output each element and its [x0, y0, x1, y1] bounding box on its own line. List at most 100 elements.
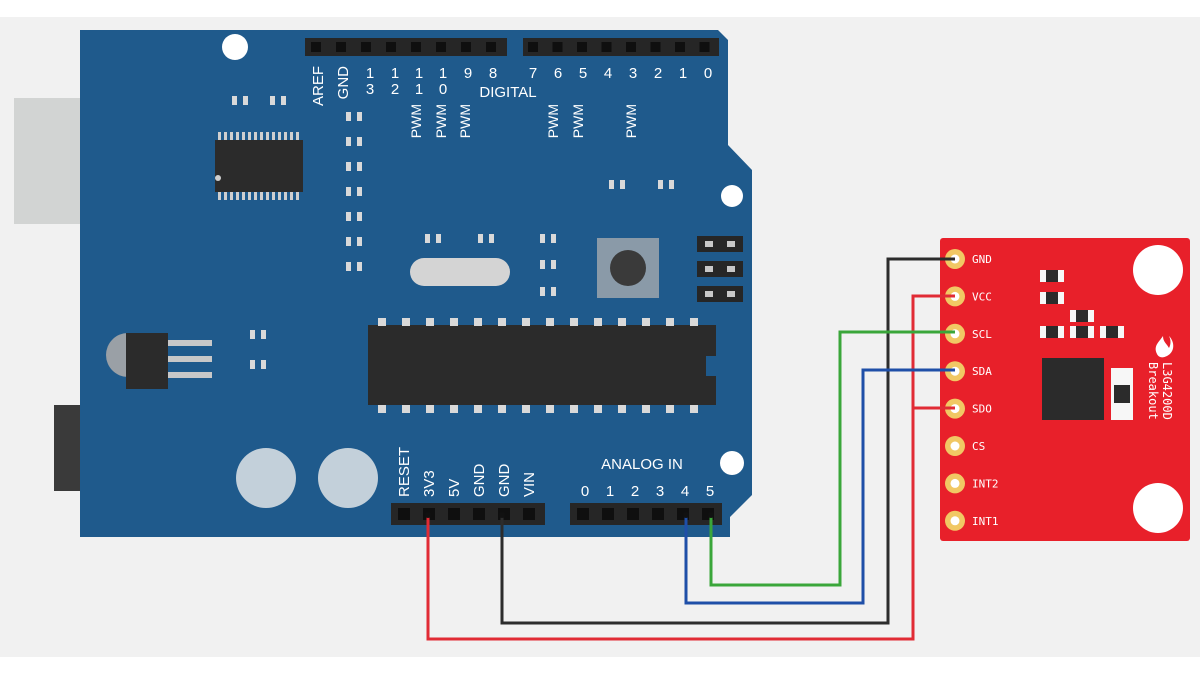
- chip-pin: [248, 132, 251, 140]
- mcu-pin: [378, 405, 386, 413]
- pwm-label: PWM: [545, 104, 561, 138]
- digital-label: DIGITAL: [479, 84, 536, 101]
- power-pin-label: VIN: [521, 472, 538, 497]
- smd-pad: [261, 330, 266, 339]
- mcu-pin: [522, 318, 530, 326]
- header-hole[interactable]: [486, 42, 496, 52]
- breakout-smd-body: [1076, 326, 1088, 338]
- icsp-pin: [705, 266, 713, 272]
- header-hole[interactable]: [675, 42, 685, 52]
- analog-pin-label: 3: [656, 483, 664, 500]
- chip-pin: [278, 192, 281, 200]
- header-hole[interactable]: [398, 508, 410, 520]
- smd-pad: [357, 237, 362, 246]
- icsp-pin-row: [697, 261, 743, 277]
- analog-pin-label: 1: [606, 483, 614, 500]
- analog-in-label: ANALOG IN: [601, 456, 683, 473]
- mcu-pin: [450, 318, 458, 326]
- chip-pin: [218, 192, 221, 200]
- chip-pin: [284, 192, 287, 200]
- header-hole[interactable]: [626, 42, 636, 52]
- breakout-mounting-hole: [1133, 483, 1183, 533]
- wire-end: [499, 512, 505, 518]
- smd-pad: [478, 234, 483, 243]
- chip-pin: [224, 132, 227, 140]
- wire-end: [708, 512, 714, 518]
- power-header: [391, 503, 545, 525]
- header-hole[interactable]: [601, 42, 612, 52]
- mounting-hole: [721, 185, 743, 207]
- icsp-header: [697, 236, 743, 302]
- smd-pad: [669, 180, 674, 189]
- digital-pin-label: 5: [579, 65, 587, 82]
- smd-pad: [357, 112, 362, 121]
- reset-button-cap[interactable]: [610, 250, 646, 286]
- header-hole[interactable]: [552, 42, 563, 52]
- mounting-hole: [222, 34, 248, 60]
- header-hole[interactable]: [436, 42, 446, 52]
- chip-pin: [272, 132, 275, 140]
- smd-pad: [540, 260, 545, 269]
- smd-pad: [551, 260, 556, 269]
- header-hole[interactable]: [627, 508, 639, 520]
- header-hole[interactable]: [473, 508, 485, 520]
- mcu-pin: [690, 318, 698, 326]
- analog-pin-label: 4: [681, 483, 689, 500]
- mcu-pin: [666, 405, 674, 413]
- chip-pin: [260, 132, 263, 140]
- mcu-pin: [618, 405, 626, 413]
- header-hole[interactable]: [652, 508, 664, 520]
- digital-pin-label: 1: [679, 65, 687, 82]
- wire-3v3-to-vcc: [426, 294, 955, 641]
- icsp-pin: [705, 241, 713, 247]
- atmega-microcontroller: [368, 325, 716, 405]
- breakout-pin-label: INT2: [972, 477, 999, 490]
- header-hole[interactable]: [577, 42, 587, 52]
- breakout-pin-label: VCC: [972, 290, 992, 303]
- analog-pin-label: 2: [631, 483, 639, 500]
- chip-pin: [242, 192, 245, 200]
- digital-header-right: [523, 38, 719, 56]
- chip-pin: [236, 132, 239, 140]
- header-hole[interactable]: [528, 42, 538, 52]
- header-hole[interactable]: [386, 42, 396, 52]
- header-hole[interactable]: [650, 42, 661, 52]
- header-hole[interactable]: [461, 42, 471, 52]
- breakout-smd-body: [1046, 326, 1058, 338]
- mcu-pin: [546, 405, 554, 413]
- mcu-pin: [666, 318, 674, 326]
- mcu-pin: [498, 405, 506, 413]
- chip-pin: [290, 192, 293, 200]
- smd-pad: [232, 96, 237, 105]
- smd-pad: [346, 262, 351, 271]
- header-hole[interactable]: [602, 508, 614, 520]
- smd-pad: [270, 96, 275, 105]
- header-hole[interactable]: [523, 508, 535, 520]
- chip-pin: [248, 192, 251, 200]
- analog-pin-label: 5: [706, 483, 714, 500]
- smd-pad: [357, 162, 362, 171]
- smd-pad: [346, 237, 351, 246]
- mcu-pin: [378, 318, 386, 326]
- header-hole[interactable]: [448, 508, 460, 520]
- header-hole[interactable]: [699, 42, 710, 52]
- wire-end: [683, 512, 689, 518]
- mounting-hole: [720, 451, 744, 475]
- usb-chip: [215, 140, 303, 192]
- mcu-pin: [594, 405, 602, 413]
- header-hole[interactable]: [311, 42, 321, 52]
- header-hole[interactable]: [577, 508, 589, 520]
- breakout-title-line2: Breakout: [1146, 362, 1160, 420]
- chip-pin: [266, 132, 269, 140]
- voltage-regulator: [126, 333, 168, 389]
- breakout-pin-label: SCL: [972, 328, 992, 341]
- smd-pad: [489, 234, 494, 243]
- header-hole[interactable]: [411, 42, 421, 52]
- header-hole[interactable]: [336, 42, 346, 52]
- mcu-pin: [546, 318, 554, 326]
- icsp-pin: [705, 291, 713, 297]
- header-hole[interactable]: [361, 42, 371, 52]
- pwm-label: PWM: [408, 104, 424, 138]
